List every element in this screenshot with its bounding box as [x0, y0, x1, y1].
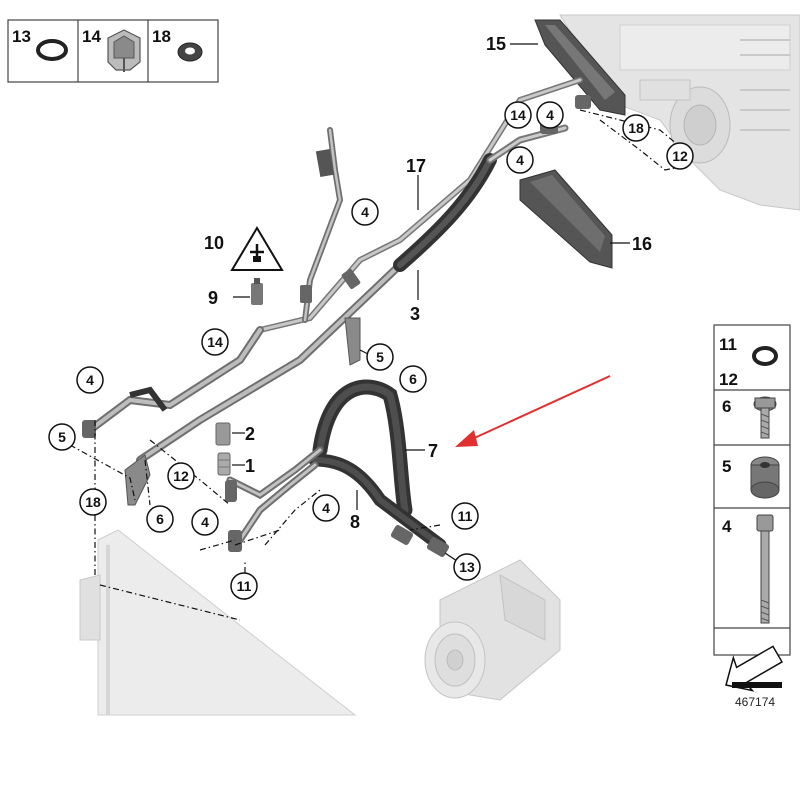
callout-circle: 4	[191, 508, 219, 536]
callout-circle: 4	[506, 146, 534, 174]
o-ring-icon	[752, 346, 778, 366]
o-ring-icon	[36, 39, 68, 61]
callout-circle: 14	[201, 328, 229, 356]
legend-number-13: 13	[12, 27, 31, 46]
legend-number-18: 18	[152, 27, 171, 46]
callout-circle: 4	[536, 101, 564, 129]
brackets	[82, 317, 361, 506]
callout-4: 4	[201, 514, 209, 530]
warning-triangle-icon	[230, 226, 284, 271]
callout-circle: 18	[79, 488, 107, 516]
condenser	[79, 529, 357, 716]
callout-4: 4	[86, 372, 94, 388]
callout-10: 10	[204, 233, 224, 253]
callout-6: 6	[156, 511, 164, 527]
callout-13: 13	[459, 559, 475, 575]
hose-part-7	[312, 379, 413, 518]
callout-circle: 5	[48, 423, 76, 451]
callout-7: 7	[428, 441, 438, 461]
callout-circle: 4	[312, 494, 340, 522]
legend-number-12: 12	[719, 370, 738, 389]
legend-number-4: 4	[722, 517, 732, 536]
plain-callouts: 15 16 17 3 10 9 2 1 7 8	[204, 34, 652, 532]
evaporator-housing	[559, 14, 800, 211]
hose-part-8	[308, 453, 447, 552]
callout-circle: 6	[399, 365, 427, 393]
fittings	[300, 95, 591, 557]
compressor	[424, 559, 561, 701]
callout-14: 14	[207, 334, 223, 350]
callout-4: 4	[516, 152, 524, 168]
callout-4: 4	[361, 204, 369, 220]
sensor-part-9	[251, 278, 263, 305]
callout-12: 12	[672, 148, 688, 164]
callout-11: 11	[458, 508, 473, 524]
callout-circle: 11	[451, 502, 479, 530]
valve-part-1	[217, 452, 231, 476]
seal-part-15	[534, 19, 626, 116]
callout-18: 18	[628, 120, 644, 136]
callout-circle: 14	[504, 101, 532, 129]
callout-18: 18	[85, 494, 101, 510]
bolt-icon	[756, 514, 774, 624]
arrow-direction-icon	[725, 645, 784, 692]
callout-circle: 12	[167, 462, 195, 490]
callout-8: 8	[350, 512, 360, 532]
lower-pipes	[225, 446, 324, 552]
callout-circle: 6	[146, 505, 174, 533]
solid-leaders	[232, 43, 630, 564]
clip-bracket-icon	[107, 29, 141, 72]
rubber-mount-icon	[750, 456, 780, 499]
reference-number: 467174	[735, 695, 775, 709]
callout-9: 9	[208, 288, 218, 308]
callout-3: 3	[410, 304, 420, 324]
legend-number-11: 11	[719, 335, 737, 354]
callout-14: 14	[510, 107, 526, 123]
legend-number-5: 5	[722, 457, 731, 476]
callout-12: 12	[173, 468, 189, 484]
callout-circle: 5	[366, 343, 394, 371]
legend-number-6: 6	[722, 397, 731, 416]
pipe-part-3	[136, 124, 569, 464]
callout-4: 4	[546, 107, 554, 123]
circled-callouts: 14 4 18 4 12 4 14 5 6 4 5 12 6 18 4 4 11…	[48, 101, 694, 600]
pipe-part-14	[86, 326, 264, 434]
callout-6: 6	[409, 371, 417, 387]
callout-17: 17	[406, 156, 426, 176]
callout-circle: 18	[622, 114, 650, 142]
callout-circle: 4	[76, 366, 104, 394]
screw-icon	[753, 396, 777, 439]
top-legend: 13 14 18	[7, 19, 219, 83]
legend-number-14: 14	[82, 27, 101, 46]
callout-circle: 11	[230, 572, 258, 600]
leader-lines	[69, 109, 691, 621]
highlight-arrow	[455, 375, 611, 447]
callout-11: 11	[237, 578, 252, 594]
callout-16: 16	[632, 234, 652, 254]
side-legend: 11 12 6 5 4	[713, 324, 791, 692]
callout-4: 4	[322, 500, 330, 516]
callout-5: 5	[376, 349, 384, 365]
grommet-icon	[177, 42, 203, 62]
callout-15: 15	[486, 34, 506, 54]
valve-part-2	[215, 422, 231, 446]
callout-circle: 4	[351, 198, 379, 226]
callout-circle: 12	[666, 142, 694, 170]
callout-5: 5	[58, 429, 66, 445]
seal-part-16	[519, 169, 613, 269]
pipe-part-17	[257, 77, 583, 333]
callout-2: 2	[245, 424, 255, 444]
callout-circle: 13	[453, 553, 481, 581]
callout-1: 1	[245, 456, 255, 476]
